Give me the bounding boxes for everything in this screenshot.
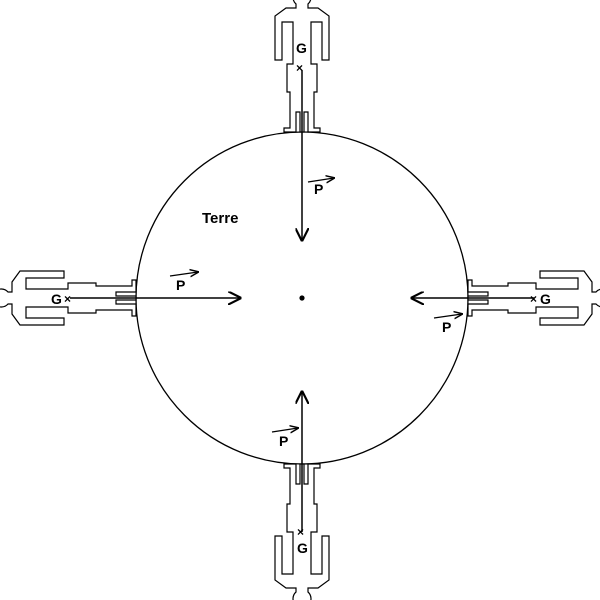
gravity-center-label-top: G	[296, 40, 307, 56]
earth-center-point	[299, 295, 305, 301]
vector-mark-bottom	[271, 428, 298, 432]
weight-label-top: P	[314, 181, 323, 197]
weight-label-bottom: P	[279, 433, 288, 449]
weight-label-right: P	[442, 319, 451, 335]
gravity-center-label-left: G	[51, 291, 62, 307]
vector-mark-top	[307, 178, 334, 182]
vector-mark-right	[433, 314, 462, 318]
weight-label-left: P	[176, 277, 185, 293]
vector-mark-left	[169, 272, 198, 276]
gravity-center-label-right: G	[540, 291, 551, 307]
gravity-center-mark-right: ×	[530, 292, 537, 306]
gravity-center-mark-left: ×	[64, 292, 71, 306]
gravity-center-label-bottom: G	[297, 540, 308, 556]
gravity-center-mark-top: ×	[296, 61, 303, 75]
gravity-center-mark-bottom: ×	[297, 525, 304, 539]
earth-label: Terre	[202, 210, 238, 227]
